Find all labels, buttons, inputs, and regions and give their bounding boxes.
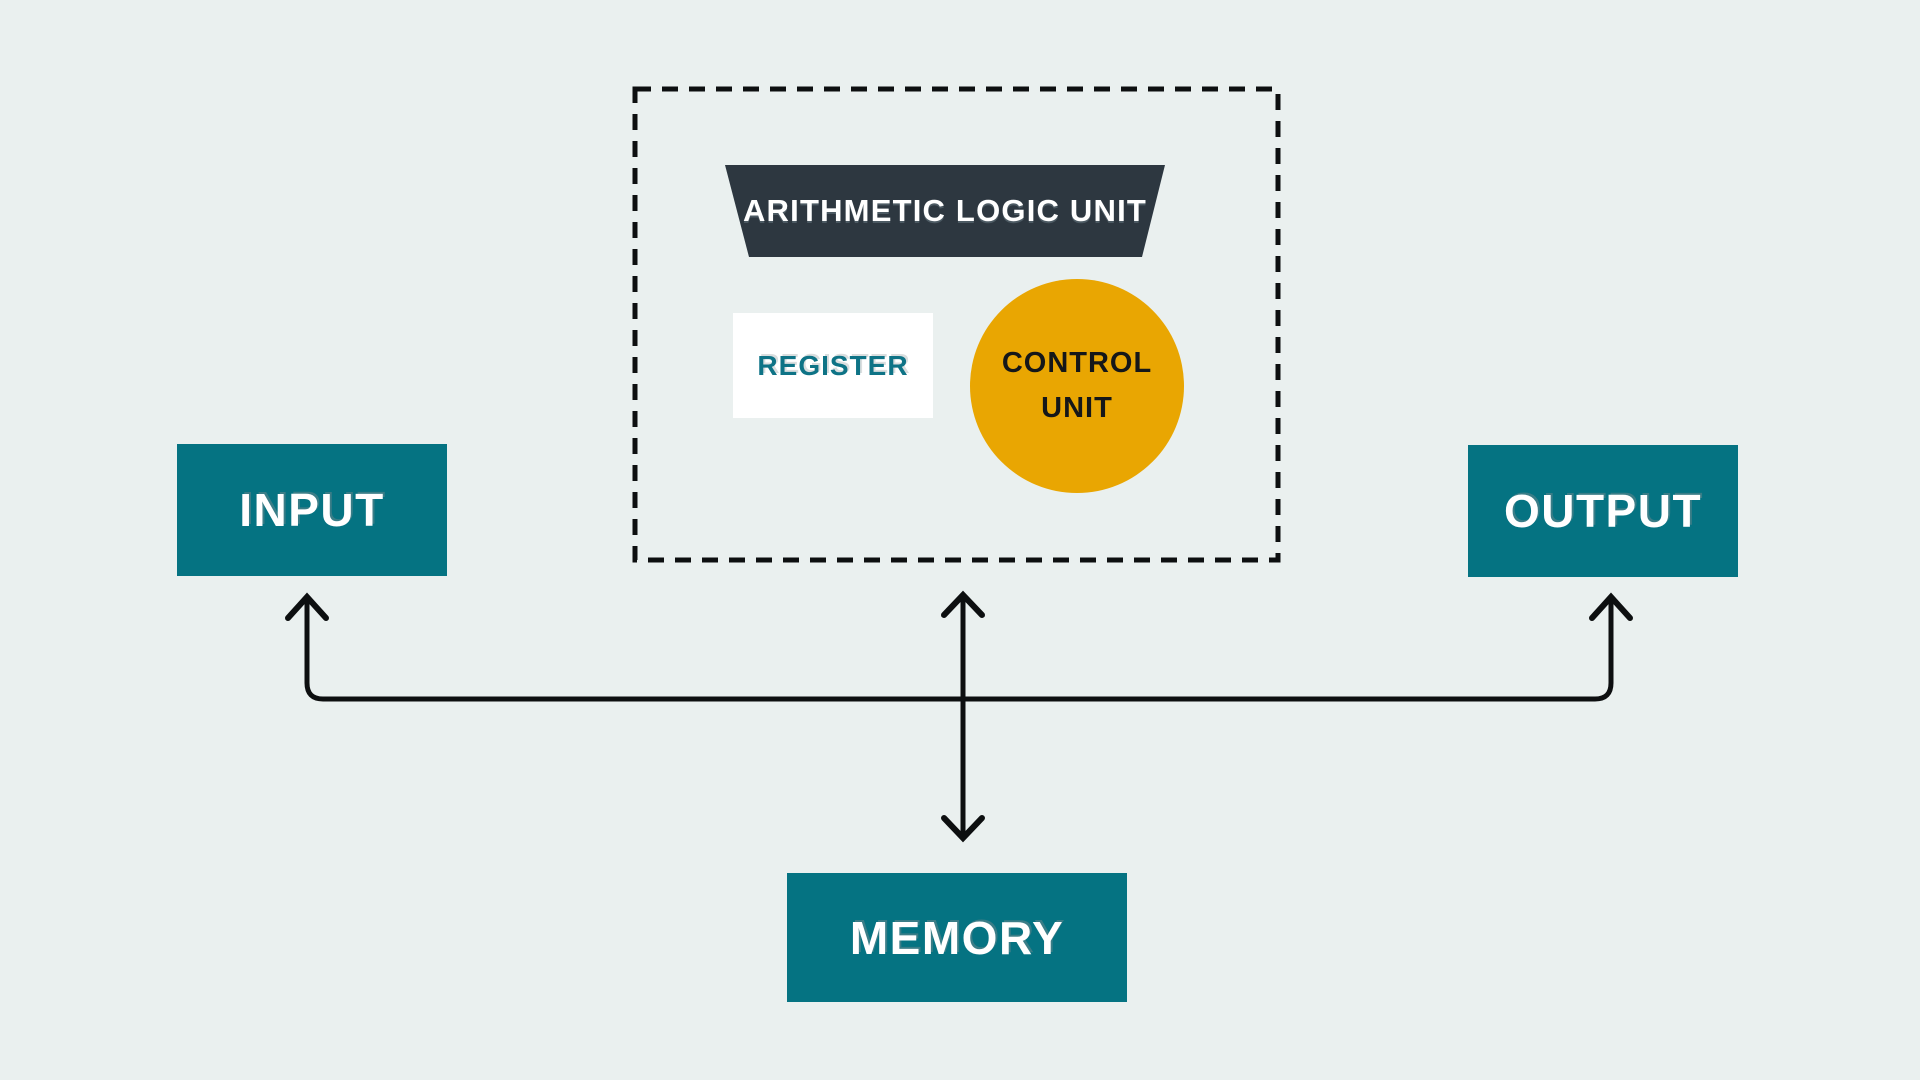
memory-label: MEMORY: [849, 911, 1065, 964]
output-label: OUTPUT: [1503, 485, 1703, 537]
arrow-up-to-cpu-icon: [941, 590, 985, 618]
cpu-boundary-dashed-box: [632, 86, 1281, 563]
alu-block: ARITHMETIC LOGIC UNIT: [725, 165, 1165, 257]
arrow-down-to-memory-icon: [941, 815, 985, 843]
register-block: REGISTER: [733, 313, 933, 418]
control-unit-label-line1: CONTROL: [1001, 347, 1153, 379]
input-label: INPUT: [239, 484, 385, 536]
memory-block: MEMORY: [787, 873, 1127, 1002]
control-unit-label-line2: UNIT: [1041, 392, 1113, 424]
system-bus-line: [304, 596, 1614, 702]
alu-label: ARITHMETIC LOGIC UNIT: [742, 193, 1148, 228]
register-label: REGISTER: [757, 349, 909, 381]
arrow-up-to-input-icon: [285, 592, 329, 621]
output-block: OUTPUT: [1468, 445, 1738, 577]
input-block: INPUT: [177, 444, 447, 576]
arrow-up-to-output-icon: [1589, 592, 1633, 621]
control-unit-block: CONTROL UNIT: [970, 279, 1184, 493]
